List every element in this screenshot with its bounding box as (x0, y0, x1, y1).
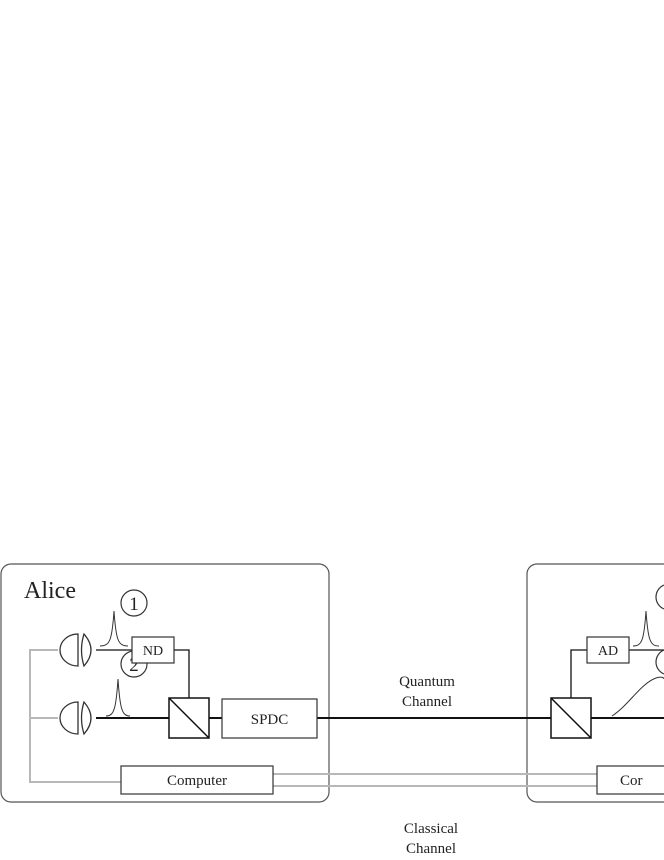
alice-beam-splitter-icon (168, 697, 210, 739)
marker-1-label: 1 (129, 594, 139, 615)
alice-box (0, 563, 330, 803)
quantum-channel-label-1: Quantum (399, 674, 455, 690)
classical-channel-label-1: Classical (404, 821, 458, 837)
ad-label: AD (598, 644, 618, 659)
quantum-channel-label-2: Channel (402, 694, 452, 710)
classical-channel-line (273, 773, 597, 787)
alice-computer-box (120, 765, 274, 795)
nd-branch (96, 649, 190, 698)
bob-box (526, 563, 664, 803)
spdc-box (221, 698, 318, 739)
bob-beam-splitter-icon (550, 697, 592, 739)
pulse-2-icon (105, 678, 131, 717)
ad-box (586, 636, 630, 664)
bob-computer-label: Cor (620, 773, 643, 789)
broad-pulse-icon (611, 676, 664, 717)
pulse-1-icon (99, 610, 129, 647)
spdc-label: SPDC (251, 712, 289, 728)
marker-1: 1 (120, 589, 148, 617)
nd-label: ND (143, 644, 163, 659)
bob-computer-box (596, 765, 664, 795)
nd-box (131, 636, 175, 664)
bob-marker-partial (655, 584, 664, 675)
bob-pulse-1-icon (632, 610, 660, 647)
alice-classical-wiring (29, 649, 121, 783)
alice-computer-label: Computer (167, 773, 227, 789)
ad-branch (570, 649, 664, 698)
detector-2-icon (59, 700, 92, 736)
marker-2-label: 2 (129, 655, 139, 676)
alice-title: Alice (24, 578, 76, 604)
classical-channel-label-2: Channel (406, 841, 456, 857)
detector-1-icon (59, 632, 92, 668)
